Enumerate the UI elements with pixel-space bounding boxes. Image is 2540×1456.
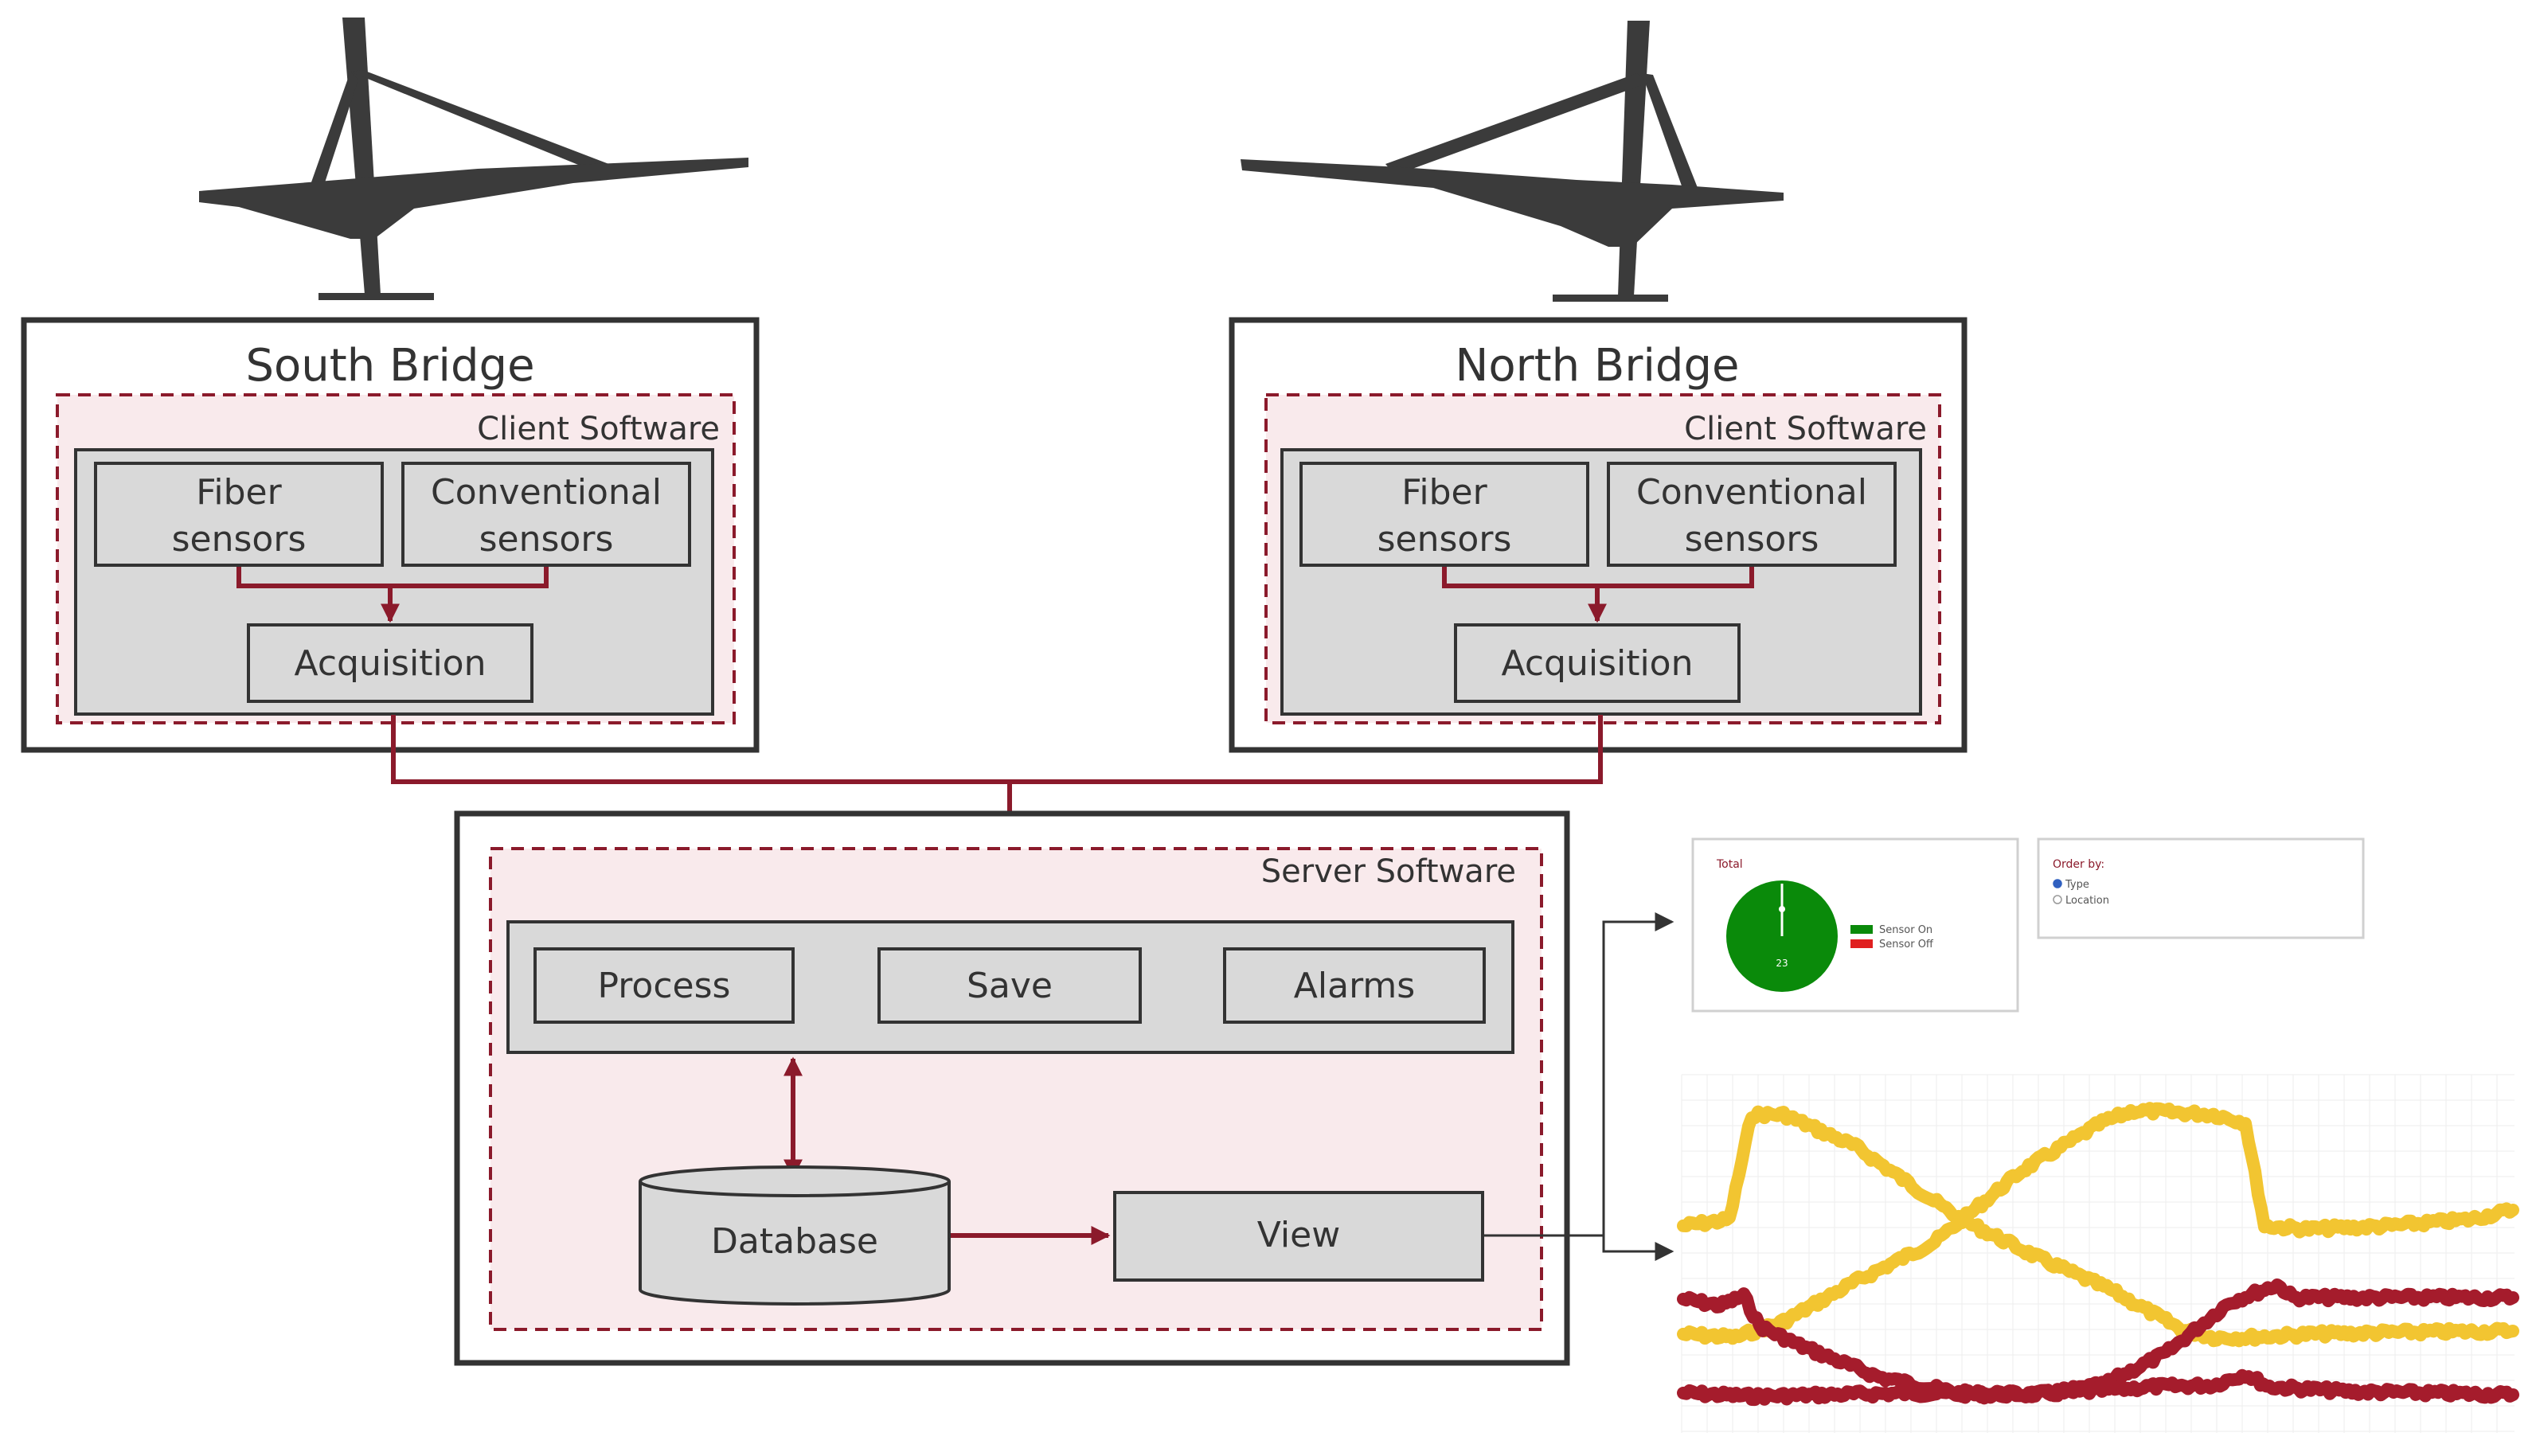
trace-lines [1677,1102,2519,1407]
dashboard-order-card: Order by: Type Location [2037,837,2365,939]
north-conv-label-2: sensors [1685,519,1819,560]
alarms-box [1223,947,1486,1024]
save-box [877,947,1142,1024]
north-fiber-sensors-box [1299,462,1589,567]
order-type-label: Type [2065,879,2089,891]
south-bridge-icon [199,18,748,300]
north-sensor-merge-arrow [1442,567,1754,621]
process-label: Process [598,966,731,1006]
process-box [533,947,795,1024]
order-by-label: Order by: [2053,858,2104,871]
server-panel: Server Software Process Save Alarms Data… [454,810,1570,1366]
order-type-radio[interactable] [2053,879,2062,888]
north-acquisition-label: Acquisition [1502,643,1694,684]
legend-off-swatch [1850,939,1873,948]
north-fiber-label-2: sensors [1377,519,1512,560]
north-bridge-icon [1241,21,1784,302]
south-fiber-label-1: Fiber [196,472,282,513]
view-to-traces-arrow [1602,1235,1674,1261]
order-location-label: Location [2065,895,2109,907]
north-bridge-title: North Bridge [1456,340,1740,392]
database-label: Database [711,1221,878,1262]
north-fiber-label-1: Fiber [1401,472,1487,513]
total-label: Total [1716,858,1743,871]
legend-sensor-off: Sensor Off [1879,939,1934,950]
sensor-traces-plot [1677,1074,2519,1433]
south-bridge-title: South Bridge [245,340,534,392]
trace-grid [1681,1074,2515,1433]
south-conv-label-1: Conventional [431,472,662,513]
south-conv-label-2: sensors [479,519,614,560]
sensor-trace-1 [1677,1105,2519,1348]
north-client-software-label: Client Software [1684,411,1927,447]
sensor-trace-2 [1677,1102,2519,1345]
save-label: Save [967,966,1053,1006]
view-label: View [1257,1215,1340,1255]
north-conv-label-1: Conventional [1636,472,1867,513]
north-bridge-panel: North Bridge Client Software Fiber senso… [1229,317,1968,753]
sensor-trace-4 [1677,1368,2519,1407]
view-to-dashboard-arrow [1483,912,1674,1237]
south-fiber-sensors-box [94,462,384,567]
order-location-radio[interactable] [2053,895,2062,904]
alarms-label: Alarms [1294,966,1415,1006]
total-value: 23 [1776,958,1788,969]
south-acquisition-label: Acquisition [295,643,487,684]
south-conventional-sensors-box [401,462,691,567]
south-fiber-label-2: sensors [172,519,307,560]
south-client-software-label: Client Software [477,411,720,447]
database-cylinder [639,1165,951,1306]
server-software-label: Server Software [1261,853,1516,890]
south-sensor-merge-arrow [236,567,549,621]
south-bridge-panel: South Bridge Client Software Fiber senso… [21,317,760,753]
legend-sensor-on: Sensor On [1879,924,1932,936]
view-box [1113,1191,1484,1282]
legend-on-swatch [1850,925,1873,934]
north-conventional-sensors-box [1607,462,1897,567]
dashboard-total-card: Total 23 Sensor On Sensor Off [1691,837,2019,1013]
